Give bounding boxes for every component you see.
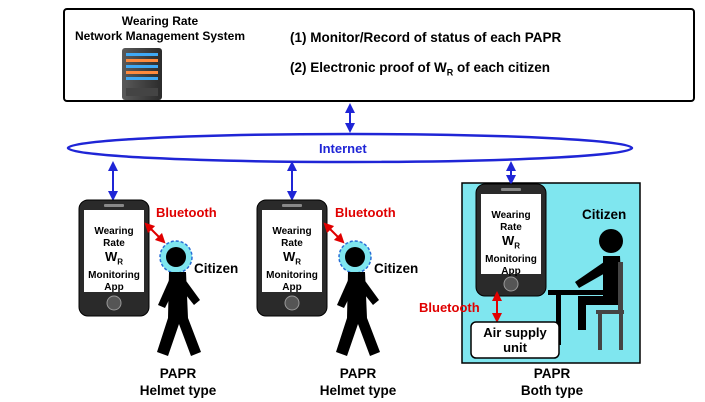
caption-line1: PAPR — [533, 366, 571, 381]
citizen-label-1: Citizen — [194, 261, 239, 276]
citizen-label-2: Citizen — [374, 261, 419, 276]
seated-citizen-icon — [548, 229, 624, 350]
app-wr: WR — [481, 234, 541, 254]
app-line5: App — [282, 281, 302, 293]
bluetooth-arrow-2 — [323, 222, 345, 244]
bluetooth-arrow-1 — [144, 222, 166, 244]
app-line1: Wearing — [94, 226, 134, 237]
app-line2: Rate — [103, 238, 125, 249]
feature-proof-sub: R — [446, 67, 454, 78]
app-wr: WR — [84, 250, 144, 270]
internet-ellipse — [66, 132, 634, 164]
smartphone-icon — [475, 183, 547, 297]
app-screen-text-3: Wearing Rate WR Monitoring App — [481, 210, 541, 278]
walking-citizen-icon — [157, 240, 201, 356]
app-line2: Rate — [281, 238, 303, 249]
air-supply-unit-label: Air supply unit — [471, 325, 559, 355]
feature-monitor: (1) Monitor/Record of status of each PAP… — [290, 30, 562, 45]
citizen-label-3: Citizen — [582, 207, 627, 222]
app-wr-sub: R — [514, 241, 521, 251]
smartphone-icon — [78, 199, 150, 317]
feature-proof-prefix: (2) Electronic proof of W — [290, 60, 447, 75]
caption-helmet-type-2: PAPR Helmet type — [298, 365, 418, 399]
caption-line1: PAPR — [339, 366, 377, 381]
caption-helmet-type-1: PAPR Helmet type — [118, 365, 238, 399]
system-title: Wearing Rate Network Management System — [70, 14, 250, 44]
caption-line1: PAPR — [159, 366, 197, 381]
caption-line2: Helmet type — [319, 383, 397, 398]
app-line4: Monitoring — [88, 269, 140, 281]
app-wr-main: W — [282, 249, 296, 264]
app-wr-sub: R — [117, 257, 124, 267]
app-screen-text-1: Wearing Rate WR Monitoring App — [84, 226, 144, 294]
internet-label: Internet — [319, 141, 367, 156]
caption-line2: Both type — [520, 383, 584, 398]
app-line5: App — [501, 265, 521, 277]
walking-citizen-icon — [336, 240, 380, 356]
bluetooth-label-3: Bluetooth — [419, 300, 480, 315]
app-screen-text-2: Wearing Rate WR Monitoring App — [262, 226, 322, 294]
app-line1: Wearing — [272, 226, 312, 237]
feature-proof: (2) Electronic proof of WR of each citiz… — [290, 60, 550, 78]
system-title-line2: Network Management System — [74, 29, 246, 43]
app-wr: WR — [262, 250, 322, 270]
smartphone-icon — [256, 199, 328, 317]
app-line4: Monitoring — [266, 269, 318, 281]
caption-line2: Helmet type — [139, 383, 217, 398]
management-system-box — [63, 8, 695, 102]
air-supply-line1: Air supply — [483, 325, 547, 340]
app-wr-sub: R — [295, 257, 302, 267]
app-wr-main: W — [104, 249, 118, 264]
app-line4: Monitoring — [485, 253, 537, 265]
system-title-line1: Wearing Rate — [121, 14, 199, 28]
server-icon — [122, 48, 162, 100]
bluetooth-label-1: Bluetooth — [156, 205, 217, 220]
app-wr-main: W — [501, 233, 515, 248]
air-supply-unit-box — [470, 321, 560, 359]
app-line5: App — [104, 281, 124, 293]
app-line1: Wearing — [491, 210, 531, 221]
caption-both-type: PAPR Both type — [492, 365, 612, 399]
air-supply-line2: unit — [503, 340, 527, 355]
app-line2: Rate — [500, 222, 522, 233]
bluetooth-label-2: Bluetooth — [335, 205, 396, 220]
feature-proof-suffix: of each citizen — [453, 60, 551, 75]
